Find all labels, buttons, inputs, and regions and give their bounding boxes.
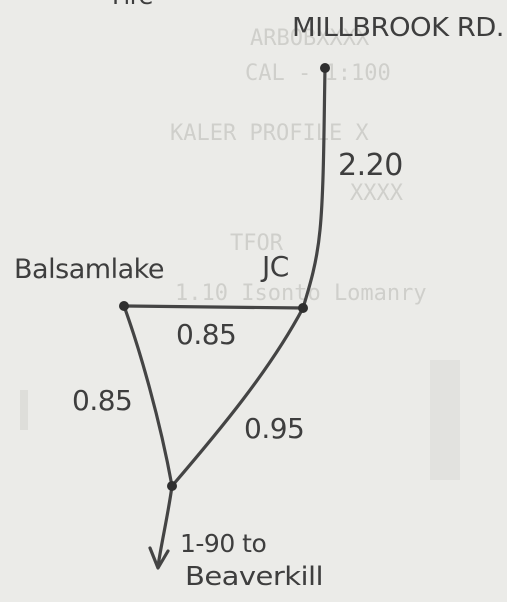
label-millbrook-rd: MILLBROOK RD. [292, 13, 504, 43]
distance-millbrook-to-jc: 2.20 [338, 148, 403, 183]
node-south-junction [167, 481, 177, 491]
distance-jc-to-south: 0.95 [244, 412, 304, 445]
svg-text:XXXX: XXXX [350, 181, 404, 206]
node-millbrook-rd [320, 63, 330, 73]
trail-jc-to-south [170, 306, 305, 488]
trail-balsam-to-south [122, 304, 174, 488]
top-partial-label: Fire [112, 0, 153, 10]
trail-millbrook-to-jc [301, 66, 327, 310]
label-beaverkill-line1: 1-90 to [180, 529, 266, 558]
trail-south-to-beaverkill [156, 484, 174, 568]
label-balsam-lake: Balsamlake [14, 254, 164, 285]
node-balsam-lake [119, 301, 129, 311]
svg-text:CAL - 1:100: CAL - 1:100 [245, 61, 391, 86]
trail-balsam-to-jc [122, 304, 305, 310]
svg-text:1.10 Isonto Lomanry: 1.10 Isonto Lomanry [175, 281, 427, 306]
arrow-down-icon [148, 546, 170, 570]
node-jc [298, 303, 308, 313]
label-beaverkill-line2: Beaverkill [185, 562, 323, 592]
label-jc: JC [260, 250, 289, 283]
distance-balsam-to-south: 0.85 [72, 384, 132, 417]
svg-text:KALER PROFILE X: KALER PROFILE X [170, 121, 369, 146]
svg-text:TFOR: TFOR [230, 231, 284, 256]
svg-text:ARBOBXXXX: ARBOBXXXX [250, 26, 370, 51]
distance-balsam-to-jc: 0.85 [176, 318, 236, 351]
